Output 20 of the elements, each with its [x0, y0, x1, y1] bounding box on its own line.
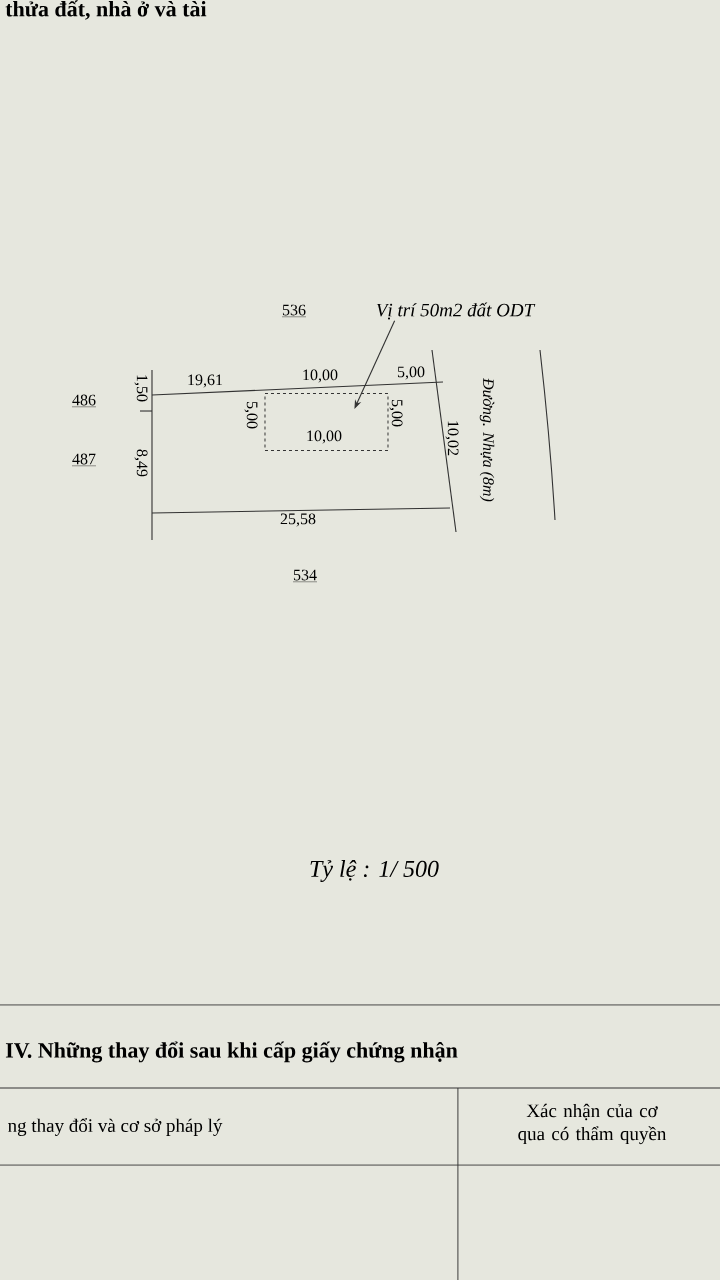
- callout-text: Vị trí 50m2 đất ODT: [376, 302, 536, 320]
- parcel-number: 534: [292, 569, 318, 582]
- table-header: Xác nhận của cơ qua có thẩm quyền: [518, 1103, 667, 1145]
- dashed-area-box: [264, 393, 389, 451]
- parcel-number: 486: [71, 394, 97, 407]
- dimension-label: 8,49: [134, 449, 148, 477]
- dimension-label: 25,58: [280, 513, 316, 527]
- parcel-number: 536: [281, 304, 307, 317]
- dimension-label: 1,50: [134, 375, 148, 402]
- dimension-label: 5,00: [397, 366, 425, 380]
- dimension-label: 19,61: [188, 374, 223, 388]
- table-header: ng thay đổi và cơ sở pháp lý: [8, 1118, 223, 1136]
- section-heading: IV. Những thay đổi sau khi cấp giấy chứng nhận: [5, 1041, 458, 1063]
- leader-arrow: [354, 320, 396, 409]
- scale-label: Tỷ lệ : 1/ 500: [310, 860, 439, 882]
- dimension-label: 10,00: [307, 430, 342, 444]
- parcel-number: 487: [71, 453, 97, 466]
- heading-fragment: thửa đất, nhà ở và tài: [5, 0, 207, 20]
- dimension-label: 10,02: [445, 421, 459, 456]
- road-label: Đường. Nhựa (8m): [479, 377, 495, 502]
